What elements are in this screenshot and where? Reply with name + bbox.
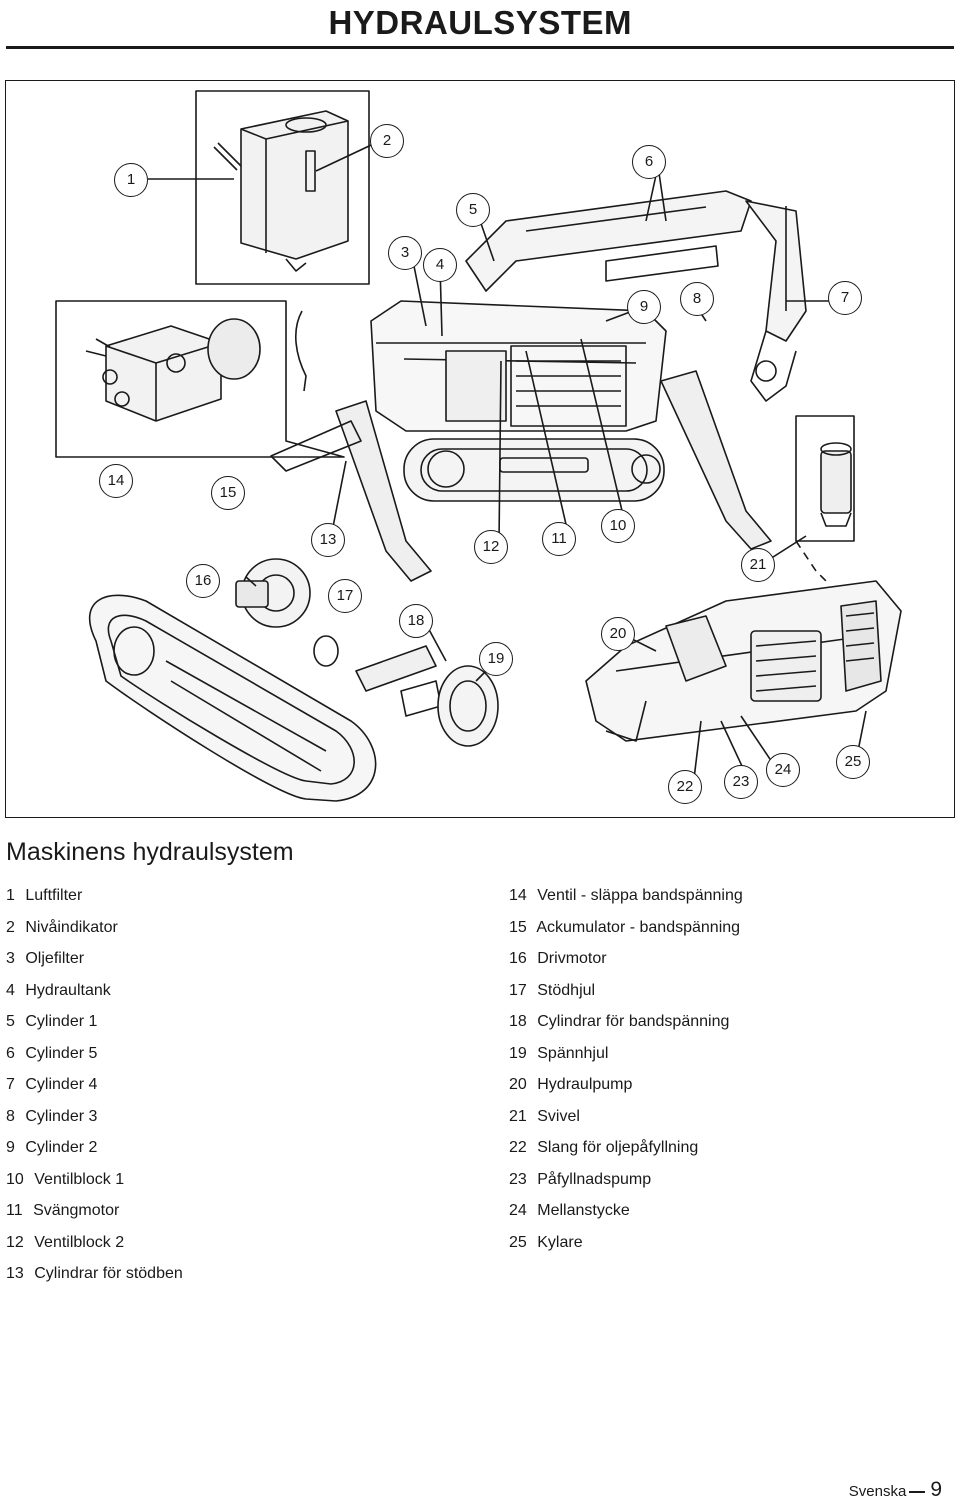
- legend-item: 1 Luftfilter: [6, 887, 83, 904]
- legend-item: 3 Oljefilter: [6, 950, 85, 967]
- legend-item: 19 Spännhjul: [509, 1044, 609, 1062]
- legend-item: 18 Cylindrar för bandspänning: [509, 1013, 730, 1030]
- callout-6: 6: [632, 145, 666, 179]
- legend-item: 7 Cylinder 4: [6, 1076, 98, 1093]
- callout-9: 9: [627, 290, 661, 324]
- legend-item: 17 Stödhjul: [509, 981, 596, 999]
- tank-inset-frame: [195, 90, 370, 285]
- callout-13: 13: [311, 523, 345, 557]
- legend-right-column: 14 Ventil - släppa bandspänning 15 Ackum…: [509, 880, 743, 1258]
- callout-19: 19: [479, 642, 513, 676]
- section-heading: Maskinens hydraulsystem: [6, 838, 294, 866]
- legend-item: 4 Hydraultank: [6, 981, 111, 999]
- legend-item: 24 Mellanstycke: [509, 1202, 630, 1219]
- callout-3: 3: [388, 236, 422, 270]
- legend-item: 10 Ventilblock 1: [6, 1170, 125, 1188]
- legend-item: 8 Cylinder 3: [6, 1107, 98, 1125]
- callout-2: 2: [370, 124, 404, 158]
- legend-item: 11 Svängmotor: [6, 1202, 120, 1219]
- callout-4: 4: [423, 248, 457, 282]
- machine-illustration: [55, 90, 902, 802]
- legend-item: 15 Ackumulator - bandspänning: [509, 918, 741, 936]
- legend-item: 6 Cylinder 5: [6, 1044, 98, 1062]
- callout-14: 14: [99, 464, 133, 498]
- callout-1: 1: [114, 163, 148, 197]
- callout-18: 18: [399, 604, 433, 638]
- callout-20: 20: [601, 617, 635, 651]
- callout-15: 15: [211, 476, 245, 510]
- callout-16: 16: [186, 564, 220, 598]
- legend-item: 21 Svivel: [509, 1107, 580, 1125]
- callout-10: 10: [601, 509, 635, 543]
- legend-item: 12 Ventilblock 2: [6, 1233, 125, 1251]
- legend-left-column: 1 Luftfilter 2 Nivåindikator 3 Oljefilte…: [6, 880, 183, 1290]
- callout-12: 12: [474, 530, 508, 564]
- footer-dash: [909, 1491, 926, 1493]
- legend-item: 16 Drivmotor: [509, 950, 607, 967]
- legend-item: 9 Cylinder 2: [6, 1139, 98, 1156]
- callout-5: 5: [456, 193, 490, 227]
- valve-inset-frame: [55, 300, 345, 458]
- callout-25: 25: [836, 745, 870, 779]
- legend-item: 25 Kylare: [509, 1233, 583, 1251]
- callout-23: 23: [724, 765, 758, 799]
- callout-17: 17: [328, 579, 362, 613]
- page-footer: Svenska 9: [849, 1478, 942, 1502]
- legend-item: 13 Cylindrar för stödben: [6, 1265, 183, 1282]
- legend-item: 23 Påfyllnadspump: [509, 1170, 652, 1188]
- callout-7: 7: [828, 281, 862, 315]
- legend-item: 14 Ventil - släppa bandspänning: [509, 887, 743, 904]
- callout-11: 11: [542, 522, 576, 556]
- legend-item: 20 Hydraulpump: [509, 1076, 633, 1093]
- callout-21: 21: [741, 548, 775, 582]
- callout-22: 22: [668, 770, 702, 804]
- callout-8: 8: [680, 282, 714, 316]
- legend-item: 2 Nivåindikator: [6, 918, 118, 936]
- title-rule: [6, 46, 954, 49]
- callout-24: 24: [766, 753, 800, 787]
- legend-item: 22 Slang för oljepåfyllning: [509, 1139, 699, 1156]
- page-number: 9: [930, 1478, 942, 1501]
- swivel-inset-frame: [795, 415, 855, 542]
- page-title: HYDRAULSYSTEM: [328, 4, 632, 41]
- footer-language: Svenska: [848, 1483, 907, 1500]
- legend-item: 5 Cylinder 1: [6, 1013, 98, 1030]
